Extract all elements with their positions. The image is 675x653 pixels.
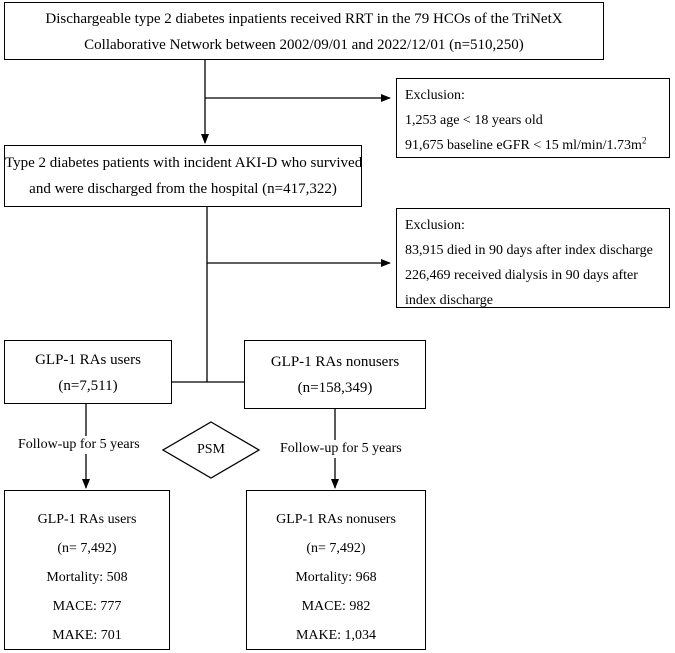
users-count: (n=7,511) bbox=[58, 378, 118, 394]
follow-up-label-nonusers: Follow-up for 5 years bbox=[278, 440, 404, 458]
nonusers-outcome-box: GLP-1 RAs nonusers (n= 7,492) Mortality:… bbox=[246, 490, 426, 650]
psm-diamond bbox=[161, 421, 261, 479]
exclusion-2-title: Exclusion: bbox=[405, 218, 465, 233]
exclusion-2-item-dialysis: 226,469 received dialysis in 90 days aft… bbox=[405, 268, 638, 283]
exclusion-box-1: Exclusion: 1,253 age < 18 years old 91,6… bbox=[396, 78, 670, 158]
nonusers-outcome-mortality: Mortality: 968 bbox=[295, 570, 377, 585]
psm-label: PSM bbox=[196, 442, 226, 457]
users-box: GLP-1 RAs users (n=7,511) bbox=[4, 340, 172, 404]
nonusers-outcome-title: GLP-1 RAs nonusers bbox=[276, 512, 396, 527]
users-title: GLP-1 RAs users bbox=[35, 352, 141, 368]
users-outcome-mace: MACE: 777 bbox=[52, 599, 122, 614]
source-line-2: Collaborative Network between 2002/09/01… bbox=[84, 37, 524, 53]
exclusion-1-item-egfr-superscript: 2 bbox=[641, 135, 647, 146]
follow-up-label-users: Follow-up for 5 years bbox=[16, 436, 142, 454]
exclusion-2-item-died: 83,915 died in 90 days after index disch… bbox=[405, 243, 653, 258]
nonusers-count: (n=158,349) bbox=[297, 380, 373, 396]
source-population-box: Dischargeable type 2 diabetes inpatients… bbox=[4, 2, 604, 60]
source-line-1: Dischargeable type 2 diabetes inpatients… bbox=[45, 11, 563, 27]
nonusers-title: GLP-1 RAs nonusers bbox=[270, 354, 400, 370]
exclusion-1-item-egfr: 91,675 baseline eGFR < 15 ml/min/1.73m2 bbox=[405, 133, 669, 158]
nonusers-outcome-mace: MACE: 982 bbox=[301, 599, 371, 614]
exclusion-1-item-egfr-text: 91,675 baseline eGFR < 15 ml/min/1.73m bbox=[405, 138, 642, 153]
nonusers-outcome-n: (n= 7,492) bbox=[306, 541, 366, 556]
exclusion-1-title: Exclusion: bbox=[405, 88, 465, 103]
nonusers-outcome-make: MAKE: 1,034 bbox=[295, 628, 377, 643]
nonusers-box: GLP-1 RAs nonusers (n=158,349) bbox=[244, 340, 426, 409]
users-outcome-title: GLP-1 RAs users bbox=[37, 512, 137, 527]
exclusion-box-2: Exclusion: 83,915 died in 90 days after … bbox=[396, 208, 670, 308]
cohort-line-2: and were discharged from the hospital (n… bbox=[29, 181, 337, 197]
exclusion-2-item-dialysis-cont: index discharge bbox=[405, 293, 493, 308]
exclusion-1-item-age: 1,253 age < 18 years old bbox=[405, 113, 543, 128]
users-outcome-box: GLP-1 RAs users (n= 7,492) Mortality: 50… bbox=[4, 490, 170, 650]
users-outcome-n: (n= 7,492) bbox=[57, 541, 117, 556]
users-outcome-mortality: Mortality: 508 bbox=[46, 570, 128, 585]
cohort-line-1: Type 2 diabetes patients with incident A… bbox=[5, 155, 363, 171]
users-outcome-make: MAKE: 701 bbox=[52, 628, 122, 643]
cohort-box: Type 2 diabetes patients with incident A… bbox=[4, 145, 362, 207]
